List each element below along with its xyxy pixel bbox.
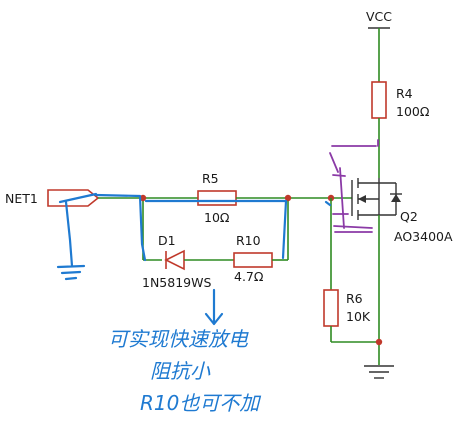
d1-name: D1 [158, 233, 176, 248]
r6-value: 10K [346, 309, 371, 324]
r5-name: R5 [202, 171, 219, 186]
r4-name: R4 [396, 86, 413, 101]
handdrawn-net1-stroke [58, 192, 98, 204]
r10-name: R10 [236, 233, 261, 248]
r4-resistor [371, 81, 387, 119]
node-left [139, 194, 147, 202]
node-ground [375, 338, 383, 346]
d1-diode [164, 249, 185, 271]
r10-value: 4.7Ω [234, 269, 264, 284]
handdrawn-arrow [204, 288, 224, 326]
q2-arrow [358, 195, 366, 203]
mosfet-highlight-marks [332, 174, 373, 229]
handwriting-line1: 可实现快速放电 [108, 327, 249, 351]
q2-name: Q2 [400, 209, 418, 224]
vcc-label: VCC [366, 9, 392, 24]
net1-label: NET1 [5, 191, 38, 206]
handdrawn-ground [56, 200, 86, 281]
mosfet-highlight-strokes [329, 139, 379, 233]
net1-port [47, 189, 100, 207]
r5-resistor [197, 190, 237, 206]
node-mid [284, 194, 292, 202]
handwriting-line3: R10也可不加 [140, 391, 261, 415]
handwriting-line2: 阻抗小 [150, 359, 211, 383]
q2-part: AO3400A [394, 229, 453, 244]
r4-value: 100Ω [396, 104, 430, 119]
handdrawn-path-bracket [94, 193, 332, 262]
r6-resistor [323, 289, 339, 327]
r6-name: R6 [346, 291, 363, 306]
r5-value: 10Ω [204, 210, 230, 225]
d1-part: 1N5819WS [142, 275, 211, 290]
q2-body-diode [391, 194, 401, 202]
r10-resistor [233, 252, 273, 268]
